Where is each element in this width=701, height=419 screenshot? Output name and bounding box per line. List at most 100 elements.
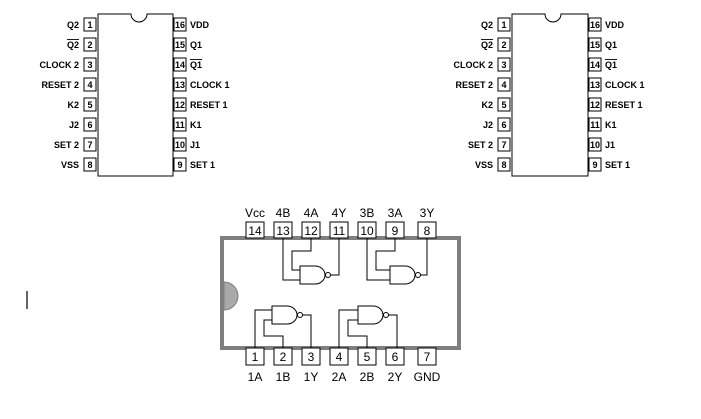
dip16-right-pin-15-number: 15 (590, 40, 600, 50)
dip16-left-pin-11-number: 11 (175, 120, 185, 130)
quad-pin-1-number: 1 (252, 350, 259, 364)
dip16-left-pin-12-label: RESET 1 (190, 100, 228, 110)
gate-3-wires (366, 238, 428, 281)
quad-pin-7-number: 7 (424, 350, 431, 364)
dip16-right-pin-15-label: Q1 (605, 40, 617, 50)
dip16-right-pin-14-box (588, 57, 602, 72)
dip16-left-pin-8-box (83, 157, 97, 172)
dip16-left-pin-5-label: K2 (67, 100, 79, 110)
dip16-right-pin-1-label: Q2 (481, 20, 493, 30)
quad-pin-9-label: 3A (388, 206, 403, 220)
dip16-right-pin-9-label: SET 1 (605, 160, 630, 170)
dip16-right-pin-6-box (497, 117, 511, 132)
dip16-left-pin-15-box (173, 37, 187, 52)
dip16-right-pin-1-number: 1 (501, 20, 506, 30)
dip16-left-pin-11-label: K1 (190, 120, 202, 130)
dip16-left-pin-6-number: 6 (87, 120, 92, 130)
dip16-right-pin-12-label: RESET 1 (605, 100, 643, 110)
dip16-right-pin-13-box (588, 77, 602, 92)
quad-pin-10-label: 3B (360, 206, 375, 220)
quad-pin-14-box (245, 221, 265, 239)
quad-pin-7-label: GND (414, 370, 441, 384)
quad-pin-1-label: 1A (248, 370, 263, 384)
dip16-left-pin-2-label: Q2 (67, 40, 79, 50)
gate-2-wires (338, 309, 398, 348)
dip16-left-pin-8-number: 8 (87, 160, 92, 170)
quad-pin-8-number: 8 (424, 224, 431, 238)
gate-4-wires (282, 238, 340, 281)
quad-pin-14-label: Vcc (245, 206, 265, 220)
quad-pin-12-label: 4A (304, 206, 319, 220)
dip16-left-pin-14-number: 14 (175, 60, 185, 70)
dip16-left-pin-7-box (83, 137, 97, 152)
dip16-left-pin-4-label: RESET 2 (41, 80, 79, 90)
dip16-left-pin-6-box (83, 117, 97, 132)
dip16-right-pin-2-box (497, 37, 511, 52)
dip16-left-pin-2-box (83, 37, 97, 52)
dip16-left-pin-8-label: VSS (61, 160, 79, 170)
dip16-right-pin-6-label: J2 (483, 120, 493, 130)
dip16-left-pin-2-number: 2 (87, 40, 92, 50)
quad-pin-9-box (385, 221, 405, 239)
quad-pin-11-box (329, 221, 349, 239)
dip16-left-pin-15-label: Q1 (190, 40, 202, 50)
quad-nand-body (220, 236, 461, 350)
quad-pin-3-label: 1Y (304, 370, 319, 384)
dip16-left-pin-9-box (173, 157, 187, 172)
dip16-left-pin-10-label: J1 (190, 140, 200, 150)
quad-pin-5-number: 5 (364, 350, 371, 364)
dip16-right-pin-5-box (497, 97, 511, 112)
dip16-right-pin-11-label: K1 (605, 120, 617, 130)
dip16-right-pin-10-label: J1 (605, 140, 615, 150)
dip16-left-pin-10-box (173, 137, 187, 152)
dip16-left-pin-3-label: CLOCK 2 (39, 60, 79, 70)
dip16-left-pin-12-box (173, 97, 187, 112)
quad-pin-2-number: 2 (280, 350, 287, 364)
dip16-right-pin-8-label: VSS (475, 160, 493, 170)
dip16-right-pin-14-number: 14 (590, 60, 600, 70)
dip16-left-pin-5-box (83, 97, 97, 112)
dip16-left-pin-1-label: Q2 (67, 20, 79, 30)
dip16-right-pin-3-number: 3 (501, 60, 506, 70)
dip16-left-pin-4-number: 4 (87, 80, 92, 90)
dip16-right-pin-10-box (588, 137, 602, 152)
dip16-right-pin-2-label: Q2 (481, 40, 493, 50)
quad-pin-3-number: 3 (308, 350, 315, 364)
dip16-right-pin-7-box (497, 137, 511, 152)
quad-pin-3-box (301, 347, 321, 366)
dip16-left-pin-13-box (173, 77, 187, 92)
quad-pin-10-number: 10 (360, 224, 374, 238)
quad-pin-6-label: 2Y (388, 370, 403, 384)
dip16-left-body (97, 13, 174, 177)
dip16-left-pin-16-label: VDD (190, 20, 210, 30)
dip16-right-pin-12-number: 12 (590, 100, 600, 110)
dip16-right-pin-9-box (588, 157, 602, 172)
dip16-right-pin-3-box (497, 57, 511, 72)
dip16-right-pin-11-box (588, 117, 602, 132)
dip16-left-pin-3-box (83, 57, 97, 72)
quad-nand-notch (223, 281, 239, 311)
quad-pin-1-box (245, 347, 265, 366)
quad-pin-11-number: 11 (333, 224, 346, 238)
quad-pin-5-label: 2B (360, 370, 375, 384)
dip16-left-pin-5-number: 5 (87, 100, 92, 110)
dip16-right-pin-2-number: 2 (501, 40, 506, 50)
dip16-right-pin-4-number: 4 (501, 80, 506, 90)
quad-pin-4-label: 2A (332, 370, 347, 384)
dip16-left-pin-14-label: Q1 (190, 60, 202, 70)
gate-1-wires (254, 309, 312, 348)
dip16-right-pin-12-box (588, 97, 602, 112)
quad-pin-4-number: 4 (336, 350, 343, 364)
dip16-left-pin-14-box (173, 57, 187, 72)
dip16-left-pin-9-number: 9 (177, 160, 182, 170)
dip16-left-pin-9-label: SET 1 (190, 160, 215, 170)
dip16-left-pin-12-number: 12 (175, 100, 185, 110)
quad-pin-2-label: 1B (276, 370, 291, 384)
dip16-right-pin-5-label: K2 (481, 100, 493, 110)
dip16-right-pin-11-number: 11 (590, 120, 600, 130)
dip16-left-pin-13-label: CLOCK 1 (190, 80, 230, 90)
dip16-left-pin-11-box (173, 117, 187, 132)
gate-1-symbol (271, 305, 298, 325)
dip16-left-pin-15-number: 15 (175, 40, 185, 50)
